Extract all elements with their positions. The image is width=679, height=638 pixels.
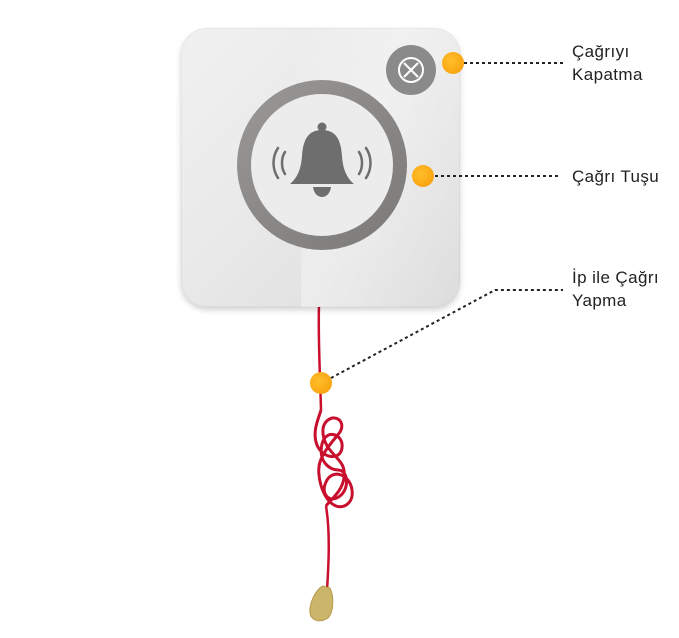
bell-icon xyxy=(272,122,372,197)
label-pull-line-2: Yapma xyxy=(572,291,627,310)
label-call: Çağrı Tuşu xyxy=(572,165,659,188)
cord-upper xyxy=(317,304,323,411)
label-call-line-1: Çağrı Tuşu xyxy=(572,167,660,186)
call-button[interactable] xyxy=(237,80,407,250)
pull-weight xyxy=(309,585,334,622)
call-button-ring xyxy=(237,80,407,250)
marker-pull xyxy=(310,372,332,394)
cancel-button[interactable] xyxy=(385,44,437,96)
call-device xyxy=(181,28,460,307)
label-cancel-line-1: Çağrıyı xyxy=(572,42,630,61)
marker-cancel xyxy=(442,52,464,74)
marker-call xyxy=(412,165,434,187)
cord-lower xyxy=(324,505,330,591)
label-pull: İp ile Çağrı Yapma xyxy=(572,266,659,312)
cancel-x-icon xyxy=(398,57,424,83)
leader-line-pull xyxy=(330,289,563,379)
cord-tangle xyxy=(313,409,354,509)
label-cancel: Çağrıyı Kapatma xyxy=(572,40,643,86)
label-cancel-line-2: Kapatma xyxy=(572,65,643,84)
label-pull-line-1: İp ile Çağrı xyxy=(572,268,660,287)
